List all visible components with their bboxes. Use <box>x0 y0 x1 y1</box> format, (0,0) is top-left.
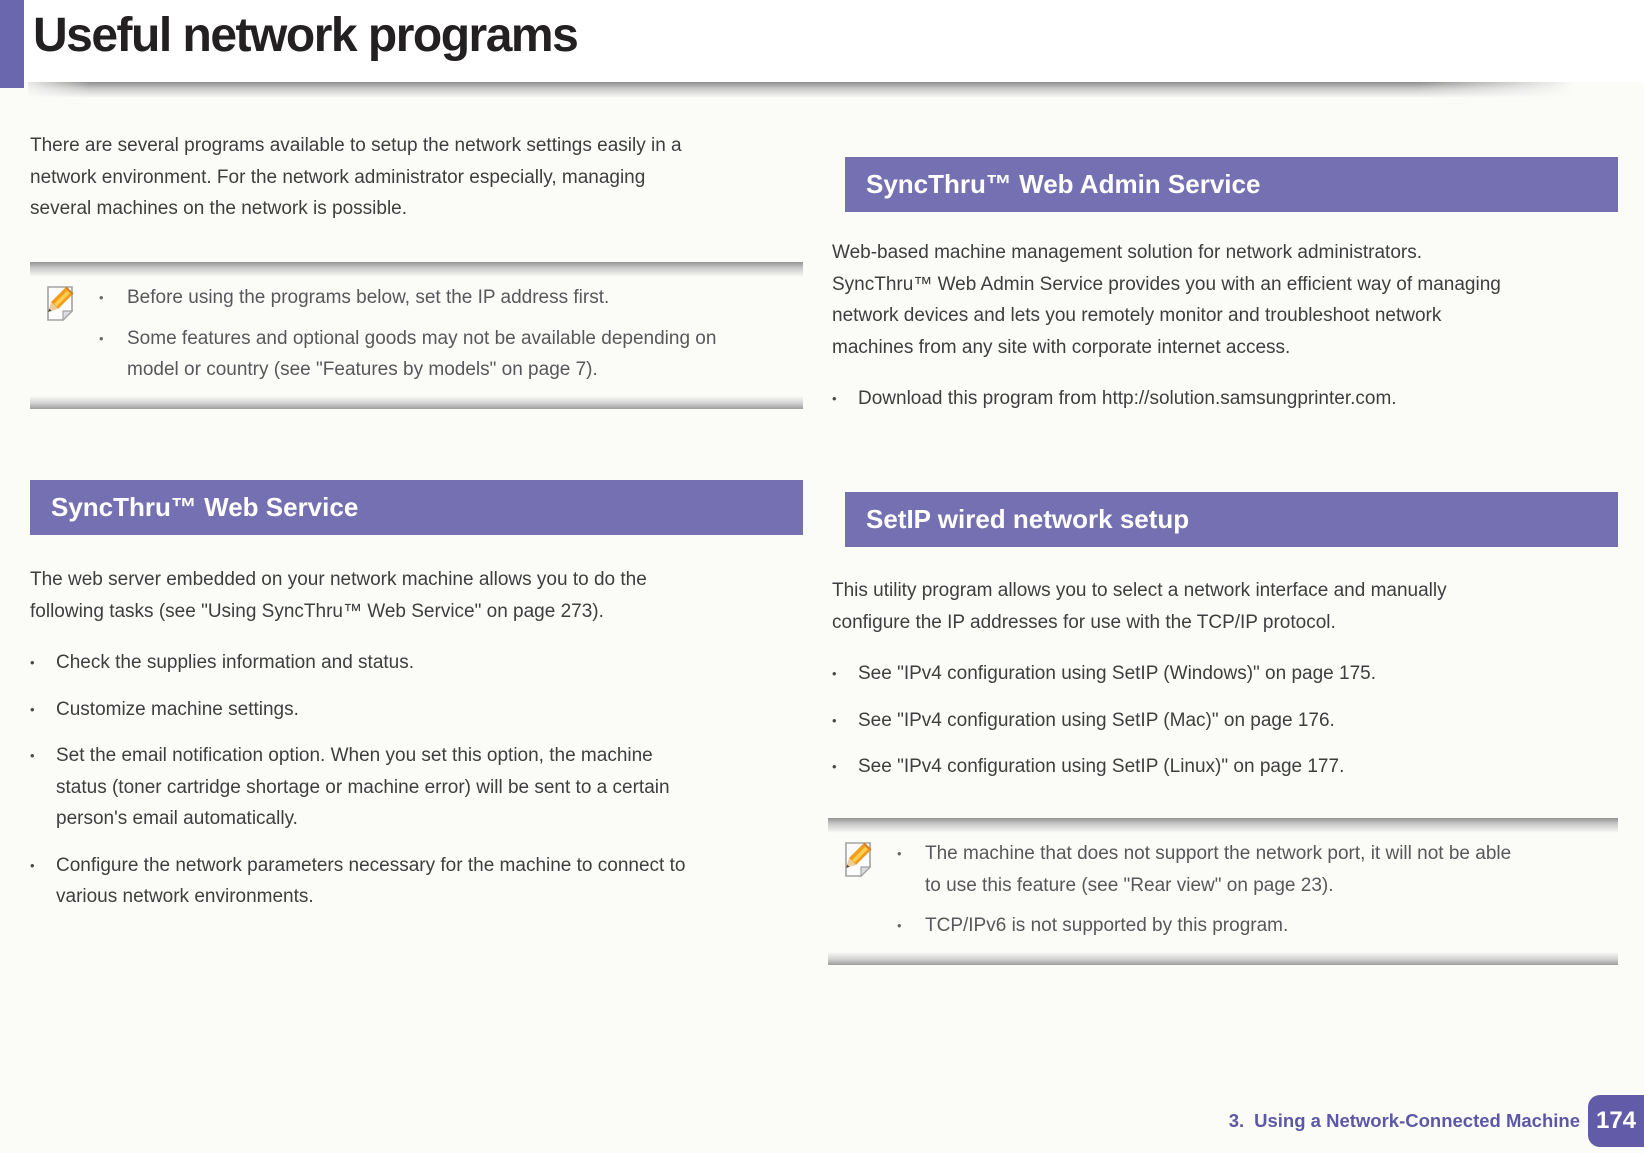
note-pencil-icon <box>845 842 872 878</box>
note-bullet-text: Before using the programs below, set the… <box>127 287 610 308</box>
note-bullet-item: • Some features and optional goods may n… <box>99 323 793 386</box>
section-header-web-admin: SyncThru™ Web Admin Service <box>845 157 1618 212</box>
bullet-dot: • <box>99 330 104 346</box>
note-bullet-text: Some features and optional goods may not… <box>127 327 717 381</box>
section-paragraph: This utility program allows you to selec… <box>832 580 1447 633</box>
footer-chapter-number: 3. <box>1228 1110 1245 1131</box>
note-pencil-icon <box>47 286 74 322</box>
bullet-dot: • <box>897 846 902 861</box>
footer-chapter-title: Using a Network-Connected Machine <box>1254 1110 1580 1131</box>
note-bullet-item: • Before using the programs below, set t… <box>99 282 793 314</box>
page-number: 174 <box>1595 1107 1637 1134</box>
bullet-dot: • <box>832 666 837 681</box>
footer-chapter: 3. Using a Network-Connected Machine <box>1229 1110 1580 1132</box>
bullet-text: Configure the network parameters necessa… <box>56 854 686 908</box>
bullet-item: • Configure the network parameters neces… <box>30 850 810 913</box>
section-header-setip: SetIP wired network setup <box>845 492 1618 547</box>
bullet-item: • Set the email notification option. Whe… <box>30 740 810 835</box>
bullet-dot: • <box>30 701 35 717</box>
page-footer: 3. Using a Network-Connected Machine 174 <box>0 1095 1644 1147</box>
bullet-item: • See "IPv4 configuration using SetIP (L… <box>832 751 1618 783</box>
note-box-bottom: • The machine that does not support the … <box>828 818 1618 965</box>
note-bottom-border <box>828 951 1618 965</box>
intro-paragraph: There are several programs available to … <box>30 135 682 219</box>
section-title: SyncThru™ Web Service <box>51 492 359 522</box>
note-box-top: • Before using the programs below, set t… <box>30 262 803 409</box>
section-title: SyncThru™ Web Admin Service <box>866 169 1261 199</box>
bullet-dot: • <box>30 655 35 670</box>
bullet-dot: • <box>30 748 35 763</box>
section-body-setip: This utility program allows you to selec… <box>832 575 1618 783</box>
bullet-dot: • <box>832 759 837 774</box>
bullet-text: See "IPv4 configuration using SetIP (Lin… <box>858 756 1345 777</box>
bullet-list: • See "IPv4 configuration using SetIP (W… <box>832 658 1618 783</box>
bullet-dot: • <box>99 290 104 305</box>
bullet-text: See "IPv4 configuration using SetIP (Mac… <box>858 709 1335 731</box>
note-body: • The machine that does not support the … <box>828 833 1618 952</box>
bullet-text: Download this program from http://soluti… <box>858 388 1397 409</box>
note-bullet-list: • Before using the programs below, set t… <box>99 282 793 386</box>
note-bottom-border <box>30 395 803 409</box>
bullet-text: Customize machine settings. <box>56 698 299 720</box>
note-top-border <box>30 262 803 277</box>
section-body-web-admin: Web-based machine management solution fo… <box>832 237 1618 415</box>
bullet-item: • See "IPv4 configuration using SetIP (W… <box>832 658 1618 690</box>
bullet-item: • See "IPv4 configuration using SetIP (M… <box>832 705 1618 737</box>
note-bullet-text: The machine that does not support the ne… <box>925 843 1512 896</box>
section-header-web-service: SyncThru™ Web Service <box>30 480 803 535</box>
bullet-item: • Check the supplies information and sta… <box>30 647 810 679</box>
bullet-text: See "IPv4 configuration using SetIP (Win… <box>858 663 1377 684</box>
bullet-dot: • <box>832 712 837 728</box>
section-title: SetIP wired network setup <box>866 504 1190 534</box>
bullet-list: • Download this program from http://solu… <box>832 383 1618 415</box>
page-title: Useful network programs <box>33 9 579 62</box>
accent-bar <box>0 0 24 88</box>
section-paragraph: The web server embedded on your network … <box>30 569 647 622</box>
section-paragraph: Web-based machine management solution fo… <box>832 242 1501 358</box>
section-body-web-service: The web server embedded on your network … <box>30 564 810 913</box>
bullet-list: • Check the supplies information and sta… <box>30 647 810 913</box>
note-bullet-text: TCP/IPv6 is not supported by this progra… <box>925 915 1289 936</box>
bullet-dot: • <box>30 857 35 873</box>
note-bullet-item: • The machine that does not support the … <box>897 838 1608 901</box>
bullet-dot: • <box>897 918 902 933</box>
bullet-dot: • <box>832 391 837 406</box>
title-divider <box>28 82 1574 98</box>
header-strip <box>0 0 1644 82</box>
page-number-badge: 174 <box>1588 1095 1644 1147</box>
note-body: • Before using the programs below, set t… <box>30 277 803 396</box>
bullet-item: • Customize machine settings. <box>30 694 810 726</box>
bullet-item: • Download this program from http://solu… <box>832 383 1618 415</box>
bullet-text: Set the email notification option. When … <box>56 745 670 829</box>
note-bullet-list: • The machine that does not support the … <box>897 838 1608 942</box>
bullet-text: Check the supplies information and statu… <box>56 652 415 673</box>
note-top-border <box>828 818 1618 833</box>
note-bullet-item: • TCP/IPv6 is not supported by this prog… <box>897 910 1608 942</box>
